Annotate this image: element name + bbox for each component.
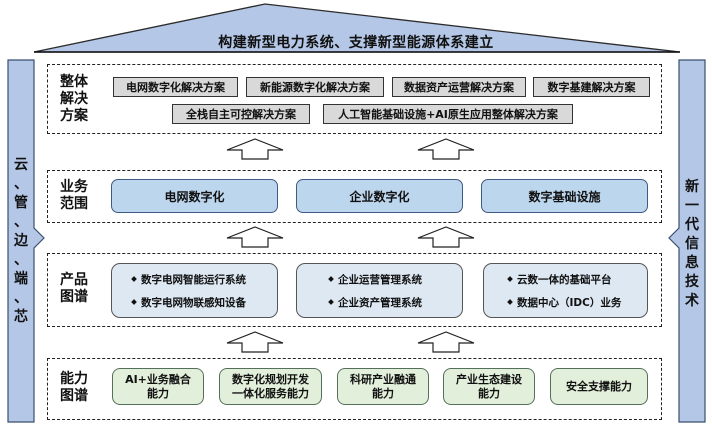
- bullet-icon: [328, 276, 334, 282]
- capability-item[interactable]: 安全支撑能力: [550, 368, 648, 405]
- business-item[interactable]: 数字基础设施: [481, 179, 648, 213]
- capabilities-section: [47, 358, 662, 420]
- products-section: [47, 253, 662, 327]
- pillar-char: 息: [685, 255, 699, 271]
- pillar-char: 云: [14, 157, 28, 173]
- roof-title: 构建新型电力系统、支撑新型能源体系建立: [218, 35, 494, 51]
- label-line: 范围: [60, 196, 88, 212]
- capability-line: 能力: [372, 386, 394, 400]
- label-line: 图谱: [60, 289, 88, 305]
- pillar-char: 芯: [14, 309, 28, 325]
- up-arrow-icon: [226, 331, 284, 353]
- product-item-text: 数据中心（IDC）业务: [517, 297, 622, 309]
- label-line: 图谱: [60, 388, 88, 404]
- product-item-text: 企业运营管理系统: [338, 274, 422, 286]
- label-line: 业务: [60, 179, 88, 195]
- capability-line: 产业生态建设: [456, 372, 522, 386]
- right-pillar: [668, 59, 706, 423]
- label-line: 解决: [60, 91, 88, 107]
- bullet-icon: [507, 276, 513, 282]
- capability-item[interactable]: 产业生态建设能力: [443, 368, 535, 405]
- capability-line: AI+业务融合: [125, 372, 191, 386]
- capability-item[interactable]: 科研产业融通能力: [337, 368, 429, 405]
- capability-item[interactable]: AI+业务融合能力: [112, 368, 204, 405]
- product-item-text: 数字电网物联感知设备: [141, 297, 246, 309]
- solutions-section: [47, 64, 662, 134]
- bullet-icon: [507, 299, 513, 305]
- capability-line: 一体化服务能力: [232, 386, 309, 400]
- solution-box[interactable]: 全栈自主可控解决方案: [172, 104, 310, 124]
- product-group[interactable]: 数字电网智能运行系统 数字电网物联感知设备: [111, 263, 278, 318]
- product-item: 企业资产管理系统: [328, 295, 422, 310]
- label-line: 整体: [60, 74, 88, 90]
- pillar-char: 术: [685, 293, 699, 309]
- product-item: 数字电网物联感知设备: [131, 295, 246, 310]
- pillar-char: 一: [685, 198, 699, 214]
- solution-box[interactable]: 人工智能基础设施+AI原生应用整体解决方案: [323, 104, 573, 124]
- business-item[interactable]: 电网数字化: [111, 179, 278, 213]
- pillar-char: 、: [14, 214, 28, 230]
- pillar-char: 技: [685, 274, 699, 290]
- product-group[interactable]: 云数一体的基础平台 数据中心（IDC）业务: [483, 263, 648, 318]
- bullet-icon: [328, 299, 334, 305]
- pillar-char: 代: [685, 217, 699, 233]
- product-item: 数字电网智能运行系统: [131, 272, 246, 287]
- product-item-text: 云数一体的基础平台: [517, 274, 612, 286]
- right-pillar-label: 新 一 代 信 息 技 术: [679, 178, 705, 311]
- product-item-text: 数字电网智能运行系统: [141, 274, 246, 286]
- pillar-char: 新: [685, 179, 699, 195]
- up-arrow-icon: [417, 138, 475, 160]
- pillar-char: 、: [14, 176, 28, 192]
- product-group[interactable]: 企业运营管理系统 企业资产管理系统: [296, 263, 463, 318]
- bullet-icon: [131, 299, 137, 305]
- pillar-char: 、: [14, 252, 28, 268]
- pillar-char: 边: [14, 233, 28, 249]
- capability-line: 能力: [146, 386, 169, 400]
- product-item: 数据中心（IDC）业务: [507, 295, 622, 310]
- roof-triangle: [33, 3, 681, 53]
- business-label: 业务 范围: [60, 179, 88, 213]
- products-label: 产品 图谱: [60, 272, 88, 306]
- pillar-char: 端: [14, 271, 28, 287]
- capability-item[interactable]: 数字化规划开发一体化服务能力: [219, 368, 322, 405]
- capability-line: 科研产业融通: [350, 372, 416, 386]
- left-pillar: [7, 59, 45, 423]
- label-line: 产品: [60, 272, 88, 288]
- pillar-char: 管: [14, 195, 28, 211]
- product-item: 企业运营管理系统: [328, 272, 422, 287]
- bullet-icon: [131, 276, 137, 282]
- capabilities-label: 能力 图谱: [60, 371, 88, 405]
- up-arrow-icon: [226, 138, 284, 160]
- left-pillar-label: 云 、 管 、 边 、 端 、 芯: [8, 156, 34, 327]
- pillar-char: 信: [685, 236, 699, 252]
- business-item[interactable]: 企业数字化: [296, 179, 463, 213]
- solution-box[interactable]: 新能源数字化解决方案: [246, 77, 384, 97]
- up-arrow-icon: [417, 226, 475, 248]
- solution-box[interactable]: 数据资产运营解决方案: [392, 77, 526, 97]
- capability-line: 安全支撑能力: [566, 379, 632, 393]
- product-item-text: 企业资产管理系统: [338, 297, 422, 309]
- label-line: 能力: [60, 371, 88, 387]
- product-item: 云数一体的基础平台: [507, 272, 612, 287]
- business-section: [47, 170, 662, 223]
- solutions-label: 整体 解决 方案: [60, 74, 88, 125]
- capability-line: 数字化规划开发: [232, 372, 309, 386]
- up-arrow-icon: [226, 226, 284, 248]
- up-arrow-icon: [417, 331, 475, 353]
- solution-box[interactable]: 数字基建解决方案: [533, 77, 650, 97]
- capability-line: 能力: [478, 386, 500, 400]
- pillar-char: 、: [14, 290, 28, 306]
- solution-box[interactable]: 电网数字化解决方案: [113, 77, 238, 97]
- label-line: 方案: [60, 108, 88, 124]
